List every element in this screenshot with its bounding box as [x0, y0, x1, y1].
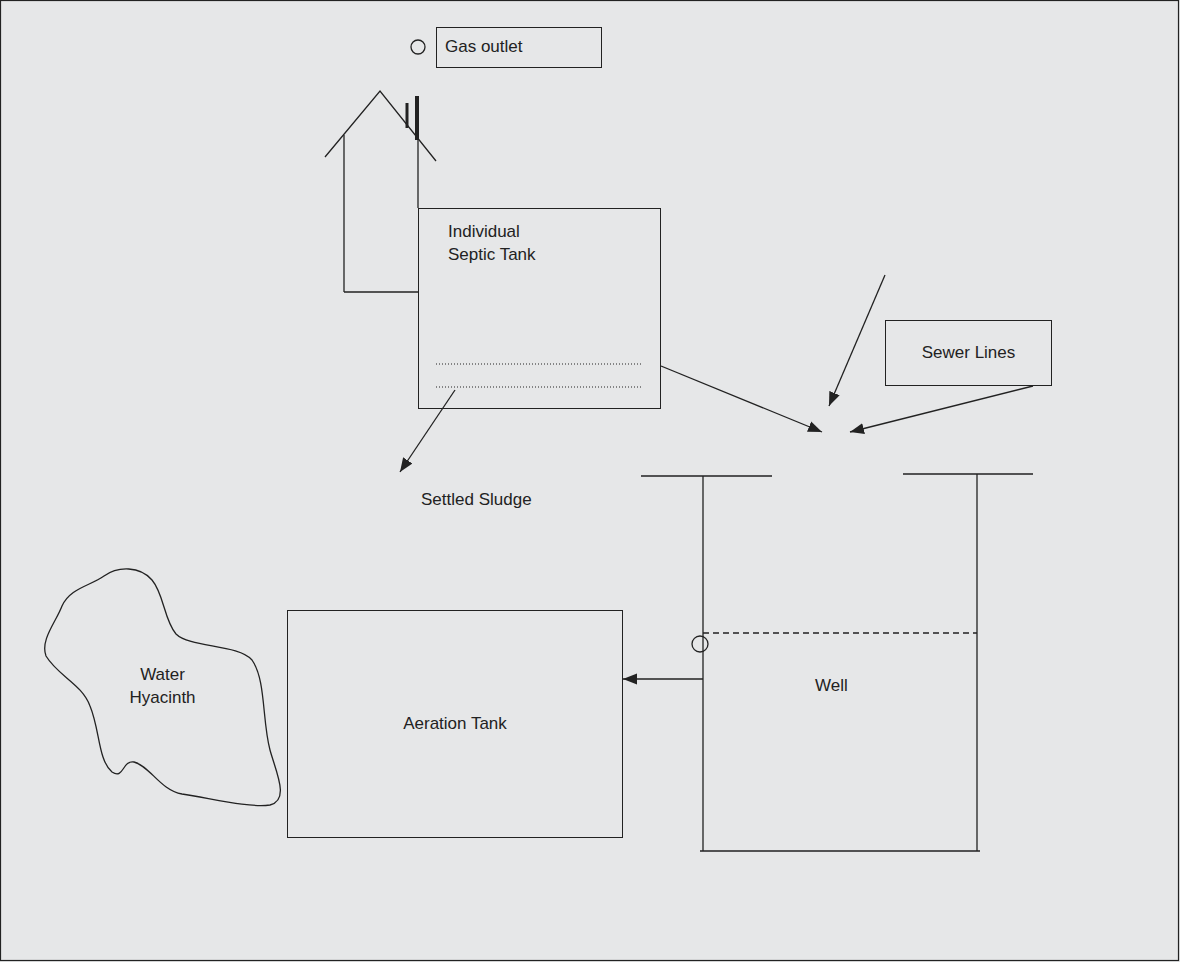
- well-shape-outline: [703, 432, 977, 852]
- tank-box: Individual Septic Tank: [418, 208, 661, 409]
- flow-arrow: [850, 386, 1033, 432]
- node-text: Gas outlet: [445, 36, 523, 59]
- hyacinth-patch: Water Hyacinth: [40, 562, 285, 812]
- node-text: Well: [815, 675, 848, 698]
- node-text: Individual Septic Tank: [448, 221, 558, 267]
- leader-arrow: [400, 390, 455, 472]
- flow-arrow: [623, 678, 703, 679]
- inflow-arrow: [829, 275, 885, 406]
- flow-arrow: [661, 366, 822, 432]
- sludge-level-lines: [436, 364, 643, 387]
- well-outlet-symbol: [692, 636, 708, 652]
- label-box: Sewer Lines: [885, 320, 1052, 386]
- well-shape-line: [641, 474, 1033, 851]
- gas-outlet-symbol: [411, 40, 425, 54]
- part-label: Settled Sludge: [421, 490, 532, 510]
- tank-box: Aeration Tank: [287, 610, 623, 838]
- house-outline: [325, 91, 436, 292]
- label-box: Gas outlet: [436, 27, 602, 68]
- node-text: Aeration Tank: [403, 713, 507, 736]
- hyacinth-patch-outline: [40, 562, 285, 812]
- hyacinth-patch-line: [45, 569, 281, 806]
- well-shape-line: [703, 632, 977, 633]
- node-text: Water Hyacinth: [118, 664, 208, 710]
- chimney-pipe: [407, 96, 417, 140]
- node-text: Sewer Lines: [922, 342, 1016, 365]
- well-shape: Well: [703, 432, 977, 852]
